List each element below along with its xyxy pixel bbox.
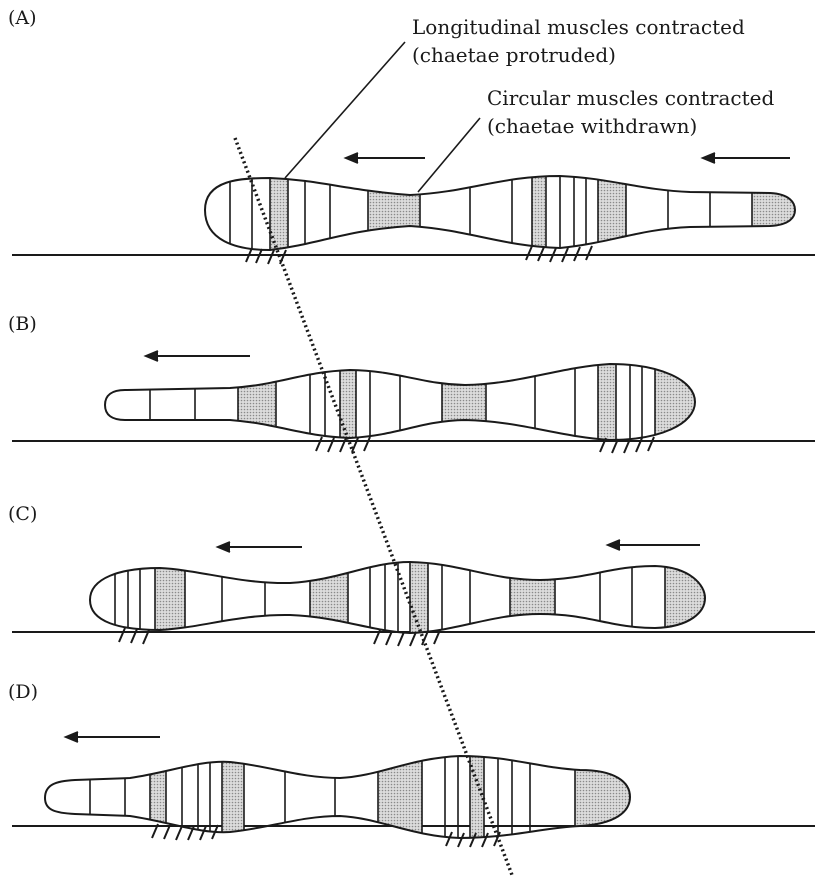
panel-label-d: (D) [8,681,38,703]
panel-label-c: (C) [8,503,37,525]
movement-arrow-a1 [346,153,425,163]
leader-line-circular [418,118,480,192]
movement-arrow-a2 [703,153,790,163]
annotation-longitudinal-line1: Longitudinal muscles contracted [412,15,745,39]
chaetae-d [152,824,500,847]
annotations: Longitudinal muscles contracted (chaetae… [285,15,774,192]
annotation-circular-line2: (chaetae withdrawn) [487,114,697,138]
panel-d: (D) [8,681,815,847]
movement-arrow-b [146,351,250,361]
annotation-longitudinal-line2: (chaetae protruded) [412,43,616,67]
worm-body-c [90,545,710,645]
panel-c: (C) [8,503,815,646]
dotted-reference-line [235,138,512,875]
panel-label-a: (A) [8,7,37,29]
panel-label-b: (B) [8,313,37,335]
movement-arrow-c1 [218,542,302,552]
worm-body-d [45,745,635,845]
movement-arrow-c2 [608,540,700,550]
movement-arrow-d [66,732,160,742]
panel-b: (B) [8,313,815,455]
annotation-circular-line1: Circular muscles contracted [487,86,774,110]
